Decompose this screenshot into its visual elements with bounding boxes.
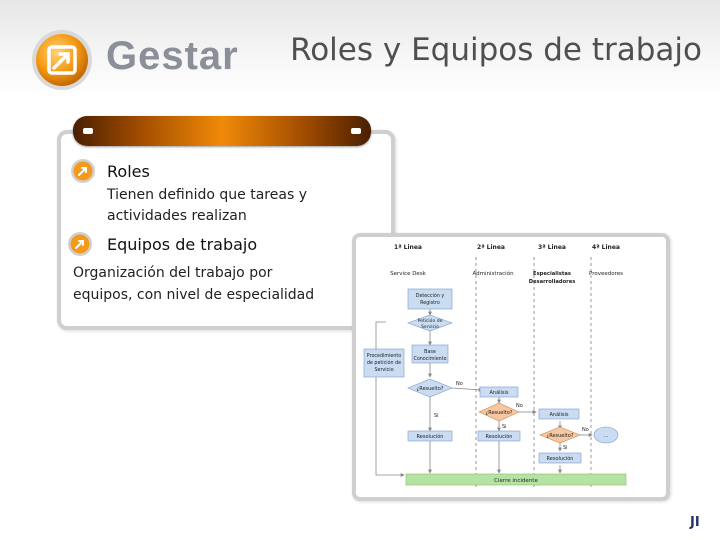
item-desc-roles-line2: actividades realizan (107, 208, 247, 224)
process-flow-diagram: 1ª Linea Service Desk 2ª Linea Administr… (363, 244, 627, 487)
diagram-node-conocimiento-label-1: Base (424, 349, 436, 355)
lane-subtitle-1: Service Desk (390, 271, 427, 277)
lane-title-4: 4ª Linea (592, 244, 620, 251)
lane-subtitle-4: Proveedores (589, 271, 623, 277)
diagram-node-analisis-1-label: Análisis (489, 389, 508, 396)
lane-subtitle-3-line1: Especialistas (533, 271, 571, 277)
diagram-decision-3 (539, 426, 581, 444)
diagram-node-cierre-label: Cierre incidente (494, 478, 538, 484)
lane-title-3: 3ª Linea (538, 244, 566, 251)
diagram-decision-peticion-label-2: Servicio (421, 324, 439, 330)
diagram-decision-3-label: ¿Resuelto? (547, 433, 574, 439)
diagram-label-no: No (516, 403, 523, 409)
diagram-node-side-label-1: Procedimiento (367, 353, 401, 359)
text-panel (57, 130, 395, 330)
diagram-node-resolucion-3-label: Resolución (547, 455, 574, 462)
diagram-node-registro (407, 288, 453, 310)
lane-title-1: 1ª Linea (394, 244, 422, 251)
diagram-node-resolucion-2-label: Resolución (486, 433, 513, 440)
lane-subtitle-2: Administración (472, 270, 514, 277)
diagram-node-registro-label-1: Detección y (416, 292, 445, 299)
bar-slot-right (351, 128, 361, 134)
bullet-arrow-icon (68, 232, 92, 256)
diagram-decision-peticion (407, 314, 453, 332)
diagram-node-resolucion-2 (477, 430, 521, 442)
diagram-decision-2-label: ¿Resuelto? (486, 410, 513, 416)
diagram-node-cierre (405, 473, 627, 486)
item-desc-equipos-line1: Organización del trabajo por (73, 265, 273, 281)
diagram-decision-1 (407, 378, 453, 398)
diagram-node-analisis-2 (538, 408, 580, 420)
item-title-equipos: Equipos de trabajo (107, 235, 258, 254)
item-title-roles: Roles (107, 162, 150, 181)
diagram-decision-1-label: ¿Resuelto? (417, 386, 444, 392)
item-desc-equipos-line2: equipos, con nivel de especialidad (73, 287, 315, 303)
diagram-node-side (363, 348, 405, 378)
diagram-label-si: Si (563, 445, 568, 451)
diagram-node-analisis-1 (479, 386, 519, 398)
diagram-node-registro-label-2: Registro (420, 300, 440, 306)
diagram-decision-2 (478, 402, 520, 422)
diagram-node-resolucion-1-label: Resolución (417, 433, 444, 440)
bar-slot-left (83, 128, 93, 134)
diagram-decision-peticion-label-1: Petición de (418, 317, 443, 324)
diagram-node-continuation (593, 426, 619, 444)
diagram-label-no: No (582, 427, 589, 433)
item-desc-roles-line1: Tienen definido que tareas y (107, 187, 307, 203)
diagram-node-side-label-3: Servicio (374, 367, 393, 373)
brand-name: Gestar (106, 34, 239, 78)
diagram-node-conocimiento (411, 344, 449, 364)
process-diagram-frame (352, 233, 670, 501)
lane-title-2: 2ª Linea (477, 244, 505, 251)
arrow-logo-icon (32, 30, 92, 90)
footer-logo-mark: JI (690, 515, 700, 530)
diagram-label-si: Si (434, 413, 439, 419)
diagram-node-resolucion-1 (407, 430, 453, 442)
diagram-label-no: No (456, 381, 463, 387)
lane-subtitle-3-line2: Desarrolladores (529, 279, 576, 285)
diagram-node-conocimiento-label-2: Conocimiento (413, 356, 446, 362)
diagram-node-analisis-2-label: Análisis (549, 411, 568, 418)
panel-header-bar (73, 116, 371, 146)
slide-title: Roles y Equipos de trabajo (290, 32, 702, 68)
diagram-label-si: Si (502, 424, 507, 430)
diagram-node-continuation-label: ... (604, 433, 609, 439)
diagram-node-side-label-2: de petición de (367, 359, 401, 366)
diagram-node-resolucion-3 (538, 452, 582, 464)
header: Gestar Roles y Equipos de trabajo (0, 0, 720, 100)
bullet-arrow-icon (71, 159, 95, 183)
